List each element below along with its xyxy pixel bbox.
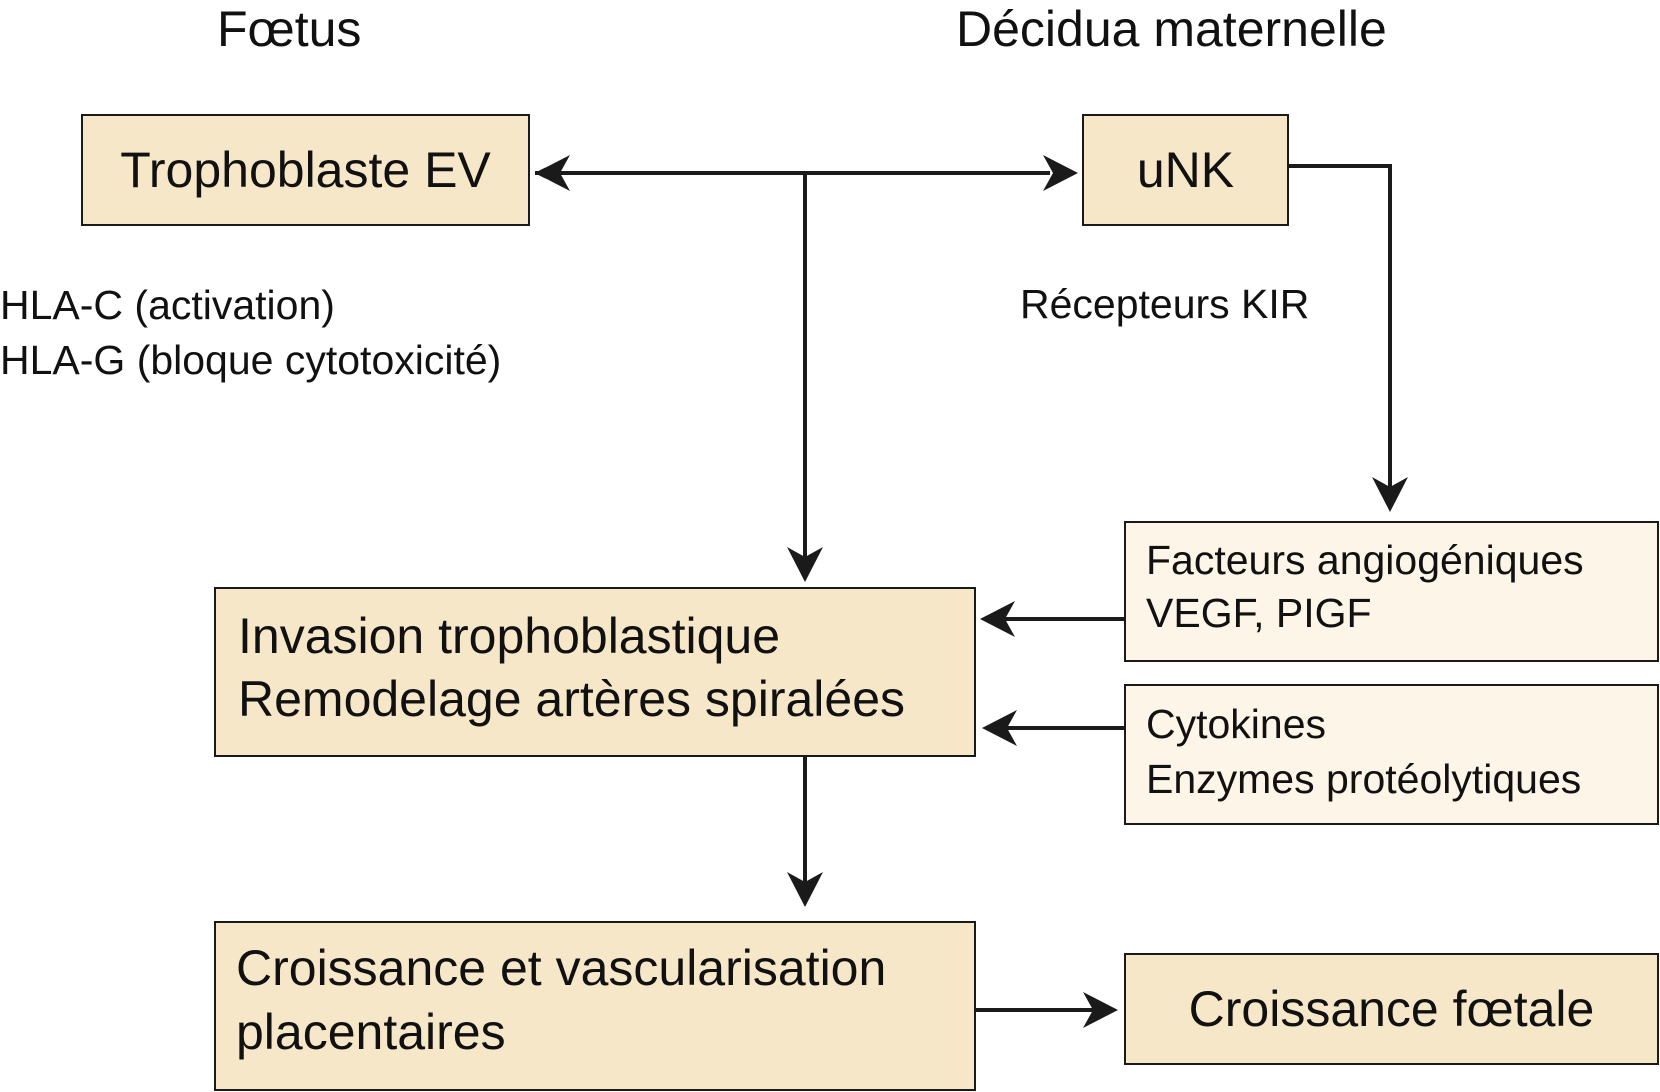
arrowhead-invasion	[787, 547, 823, 582]
arrow-unk-to-facteurs	[1288, 164, 1392, 490]
node-trophoblaste-ev-label: Trophoblaste EV	[120, 142, 491, 198]
arrowhead-croissance-foetale	[1083, 992, 1118, 1028]
header-decidua: Décidua maternelle	[956, 1, 1387, 57]
node-facteurs-line-1: Facteurs angiogéniques	[1146, 537, 1584, 583]
node-invasion: Invasion trophoblastique Remodelage artè…	[214, 587, 976, 757]
node-croissance-placentaire-line-1: Croissance et vascularisation	[236, 940, 887, 996]
node-cytokines-line-2: Enzymes protéolytiques	[1146, 756, 1582, 802]
node-cytokines: Cytokines Enzymes protéolytiques	[1124, 684, 1659, 825]
arrowhead-invasion-3	[982, 710, 1017, 746]
arrowhead-unk	[1043, 155, 1078, 191]
label-hla-g: HLA-G (bloque cytotoxicité)	[0, 337, 502, 383]
node-invasion-line-2: Remodelage artères spiralées	[238, 671, 906, 727]
label-kir: Récepteurs KIR	[1020, 281, 1310, 327]
node-croissance-foetale-label: Croissance fœtale	[1188, 981, 1595, 1037]
node-unk-label: uNK	[1136, 142, 1235, 198]
arrowhead-invasion-2	[980, 601, 1015, 637]
arrowhead-facteurs	[1372, 477, 1408, 512]
label-hla: HLA-C (activation) HLA-G (bloque cytotox…	[0, 278, 501, 388]
label-hla-c: HLA-C (activation)	[0, 282, 335, 328]
node-cytokines-line-1: Cytokines	[1146, 701, 1327, 747]
node-croissance-foetale: Croissance fœtale	[1124, 953, 1659, 1065]
node-facteurs-angiogeniques: Facteurs angiogéniques VEGF, PIGF	[1124, 521, 1659, 662]
arrowhead-croissance-placentaire	[787, 872, 823, 907]
node-unk: uNK	[1082, 114, 1289, 226]
arrowhead-trophoblaste	[535, 155, 570, 191]
node-croissance-placentaire: Croissance et vascularisation placentair…	[214, 921, 976, 1091]
node-trophoblaste-ev: Trophoblaste EV	[81, 114, 530, 226]
node-invasion-line-1: Invasion trophoblastique	[238, 608, 781, 664]
node-croissance-placentaire-line-2: placentaires	[236, 1004, 506, 1060]
header-foetus: Fœtus	[217, 1, 362, 57]
node-facteurs-line-2: VEGF, PIGF	[1146, 590, 1372, 636]
